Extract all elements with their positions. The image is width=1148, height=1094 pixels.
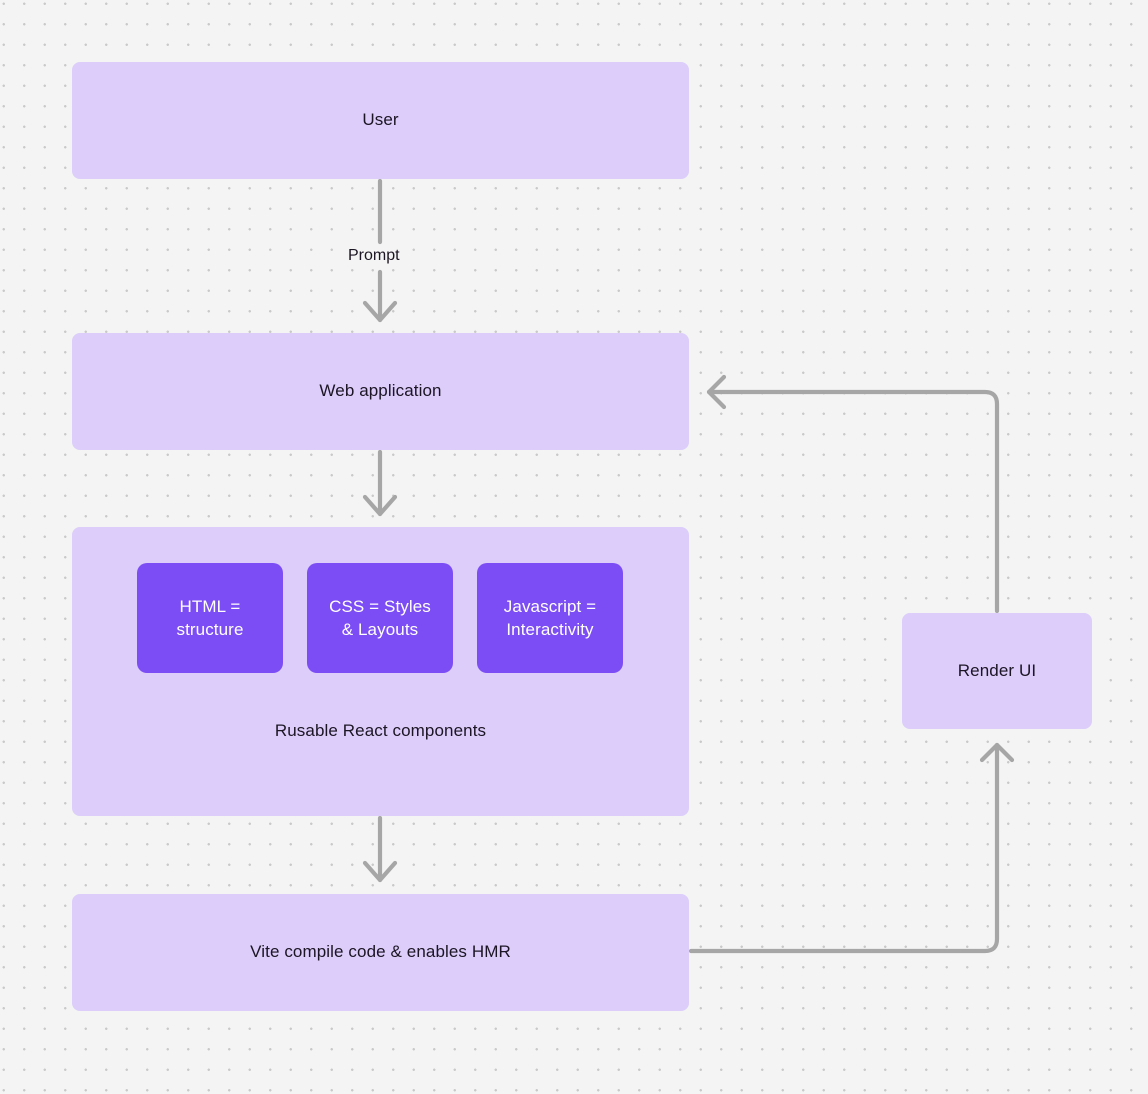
subnode-javascript[interactable]: Javascript = Interactivity: [477, 563, 623, 673]
components-group-caption: Rusable React components: [274, 721, 487, 740]
edge-components-to-vite: [362, 815, 398, 883]
node-render-ui[interactable]: Render UI: [902, 613, 1092, 729]
components-subnode-row: HTML = structure CSS = Styles & Layouts …: [72, 527, 689, 816]
subnode-html[interactable]: HTML = structure: [137, 563, 283, 673]
node-web-application[interactable]: Web application: [72, 333, 689, 450]
subnode-css[interactable]: CSS = Styles & Layouts: [307, 563, 453, 673]
node-components-group[interactable]: HTML = structure CSS = Styles & Layouts …: [72, 527, 689, 816]
subnode-javascript-label: Javascript = Interactivity: [503, 596, 597, 639]
node-web-application-label: Web application: [319, 381, 442, 401]
node-vite-label: Vite compile code & enables HMR: [250, 942, 511, 962]
edge-label-prompt: Prompt: [343, 246, 405, 266]
edge-web-application-to-components: [362, 449, 398, 517]
subnode-html-label: HTML = structure: [176, 596, 244, 639]
edge-vite-to-render-ui: [688, 742, 1015, 954]
edge-render-ui-to-web-application: [706, 374, 1000, 614]
node-vite[interactable]: Vite compile code & enables HMR: [72, 894, 689, 1011]
node-user[interactable]: User: [72, 62, 689, 179]
subnode-css-label: CSS = Styles & Layouts: [329, 596, 431, 639]
node-render-ui-label: Render UI: [957, 660, 1037, 680]
node-user-label: User: [362, 110, 399, 130]
